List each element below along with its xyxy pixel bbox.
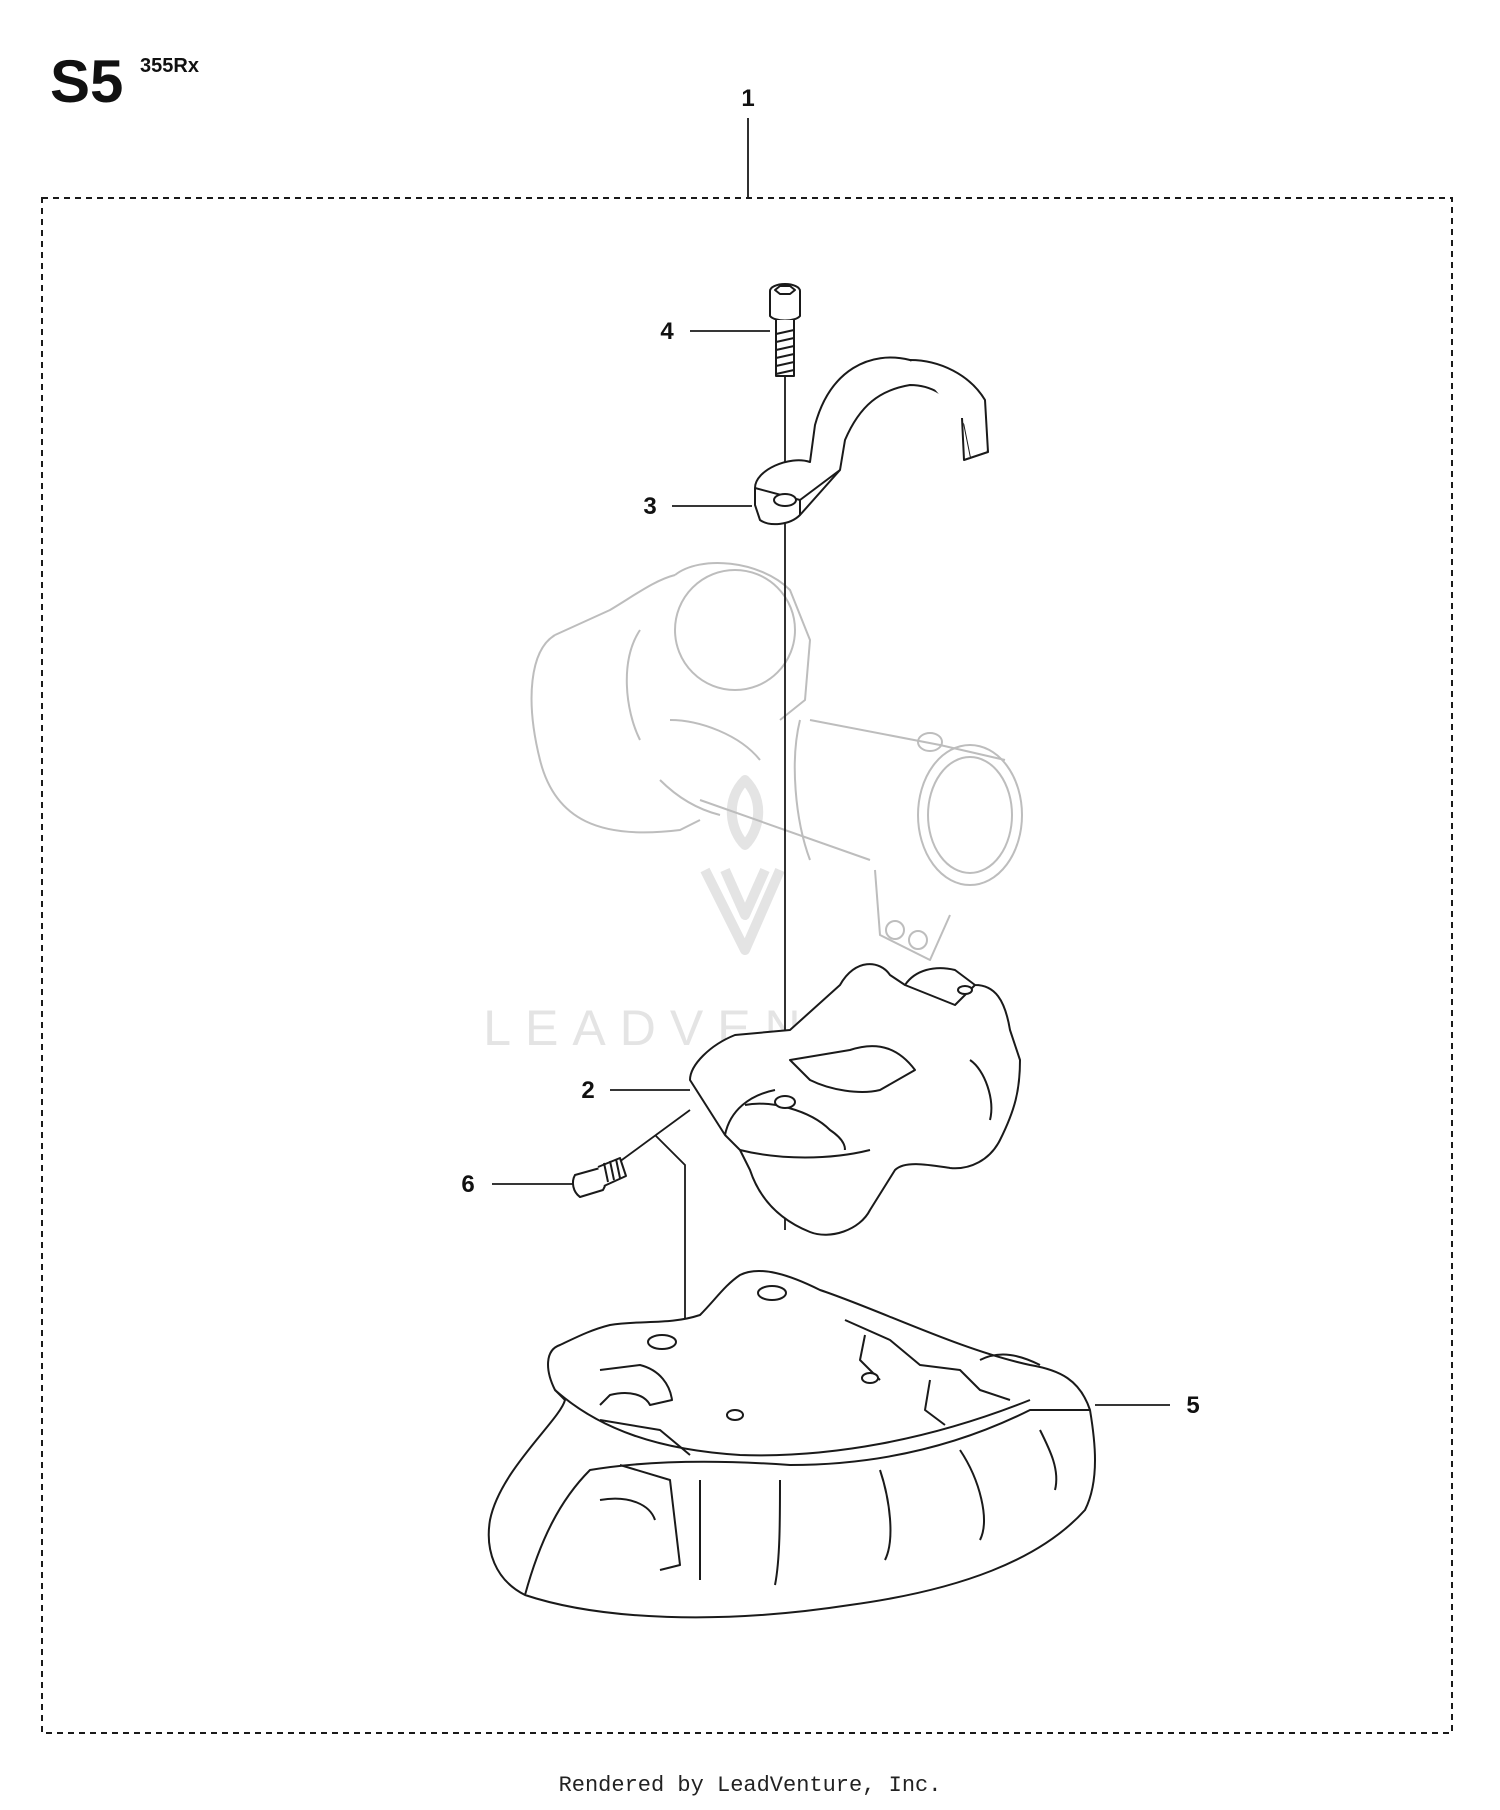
- parts-diagram: LEADVENTURE: [41, 85, 1453, 1734]
- gear-head-reference: [530, 562, 1023, 961]
- footer-credit: Rendered by LeadVenture, Inc.: [558, 1773, 942, 1798]
- assembly-axis-screw6: [614, 1109, 691, 1166]
- model-label: 355Rx: [140, 55, 199, 77]
- assembly-axis-guard: [654, 1134, 731, 1322]
- watermark-logo: [700, 775, 785, 955]
- kit-boundary: [41, 197, 1453, 1734]
- callout-4[interactable]: 4: [660, 318, 674, 345]
- section-code: S5: [50, 48, 124, 115]
- part-5-guard[interactable]: [487, 1269, 1096, 1619]
- callout-3[interactable]: 3: [643, 493, 656, 520]
- callout-5[interactable]: 5: [1186, 1392, 1199, 1419]
- part-6-screw[interactable]: [571, 1157, 627, 1198]
- callout-1[interactable]: 1: [741, 85, 754, 112]
- part-4-screw[interactable]: [769, 283, 801, 377]
- callout-2[interactable]: 2: [581, 1077, 594, 1104]
- callout-6[interactable]: 6: [461, 1171, 474, 1198]
- part-2-bracket[interactable]: [689, 963, 1021, 1236]
- part-3-clamp[interactable]: [754, 356, 989, 526]
